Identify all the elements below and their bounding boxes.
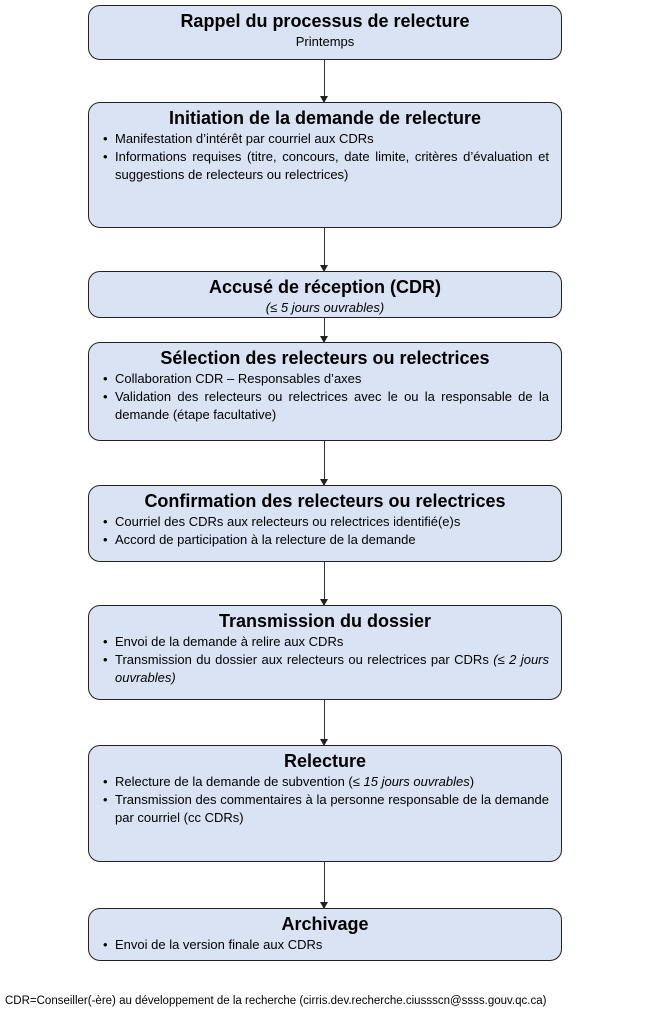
bullet-list: Relecture de la demande de subvention (≤… — [101, 773, 549, 827]
footnote: CDR=Conseiller(-ère) au développement de… — [5, 995, 547, 1007]
bullet-item: Informations requises (titre, concours, … — [101, 148, 549, 184]
bullet-text: ≤ 15 jours ouvrables — [352, 774, 470, 789]
bullet-item: Courriel des CDRs aux relecteurs ou rele… — [101, 513, 549, 531]
step-reviewer-selection: Sélection des relecteurs ou relectricesC… — [88, 342, 562, 441]
step-title: Initiation de la demande de relecture — [168, 108, 482, 128]
bullet-text: Accord de participation à la relecture d… — [115, 532, 416, 547]
arrow-down-icon — [320, 60, 328, 103]
step-acknowledgement: Accusé de réception (CDR) (≤ 5 jours ouvr… — [88, 271, 562, 318]
bullet-list: Manifestation d’intérêt par courriel aux… — [101, 130, 549, 184]
arrow-down-icon — [320, 318, 328, 343]
bullet-text: Manifestation d’intérêt par courriel aux… — [115, 131, 374, 146]
bullet-text: Collaboration CDR – Responsables d’axes — [115, 371, 362, 386]
step-archiving: ArchivageEnvoi de la version finale aux … — [88, 908, 562, 961]
bullet-text: Relecture de la demande de subvention ( — [115, 774, 353, 789]
step-title: Sélection des relecteurs ou relectrices — [160, 348, 490, 368]
bullet-item: Accord de participation à la relecture d… — [101, 531, 549, 549]
arrow-down-icon — [320, 562, 328, 606]
step-title: Transmission du dossier — [218, 611, 432, 631]
bullet-list: Courriel des CDRs aux relecteurs ou rele… — [101, 513, 549, 549]
arrow-down-icon — [320, 862, 328, 909]
bullet-text: Transmission des commentaires à la perso… — [115, 792, 549, 825]
bullet-text: Envoi de la demande à relire aux CDRs — [115, 634, 344, 649]
step-title: Accusé de réception (CDR) — [208, 277, 442, 297]
bullet-text: (≤ 2 jours ouvrables) — [115, 652, 549, 685]
bullet-item: Transmission du dossier aux relecteurs o… — [101, 651, 549, 687]
bullet-item: Collaboration CDR – Responsables d’axes — [101, 370, 549, 388]
step-initiation: Initiation de la demande de relectureMan… — [88, 102, 562, 228]
bullet-item: Envoi de la demande à relire aux CDRs — [101, 633, 549, 651]
bullet-item: Transmission des commentaires à la perso… — [101, 791, 549, 827]
step-reviewer-confirmation: Confirmation des relecteurs ou relectric… — [88, 485, 562, 562]
bullet-text: Courriel des CDRs aux relecteurs ou rele… — [115, 514, 461, 529]
bullet-item: Manifestation d’intérêt par courriel aux… — [101, 130, 549, 148]
bullet-list: Envoi de la version finale aux CDRs — [101, 936, 549, 954]
step-title: Archivage — [281, 914, 369, 934]
arrow-down-icon — [320, 228, 328, 272]
step-subtitle: Printemps — [295, 34, 355, 49]
bullet-text: ) — [469, 774, 475, 789]
bullet-text: Informations requises (titre, concours, … — [115, 149, 549, 182]
step-title: Relecture — [283, 751, 367, 771]
bullet-item: Envoi de la version finale aux CDRs — [101, 936, 549, 954]
bullet-list: Envoi de la demande à relire aux CDRsTra… — [101, 633, 549, 687]
step-title: Rappel du processus de relecture — [180, 11, 470, 31]
step-file-transmission: Transmission du dossierEnvoi de la deman… — [88, 605, 562, 700]
bullet-list: Collaboration CDR – Responsables d’axesV… — [101, 370, 549, 424]
arrow-down-icon — [320, 700, 328, 746]
step-subtitle: (≤ 5 jours ouvrables) — [265, 300, 385, 315]
bullet-text: Transmission du dossier aux relecteurs o… — [115, 652, 494, 667]
step-review: RelectureRelecture de la demande de subv… — [88, 745, 562, 862]
arrow-down-icon — [320, 441, 328, 486]
bullet-item: Relecture de la demande de subvention (≤… — [101, 773, 549, 791]
bullet-text: Validation des relecteurs ou relectrices… — [115, 389, 549, 422]
bullet-item: Validation des relecteurs ou relectrices… — [101, 388, 549, 424]
step-title: Confirmation des relecteurs ou relectric… — [144, 491, 506, 511]
bullet-text: Envoi de la version finale aux CDRs — [115, 937, 323, 952]
